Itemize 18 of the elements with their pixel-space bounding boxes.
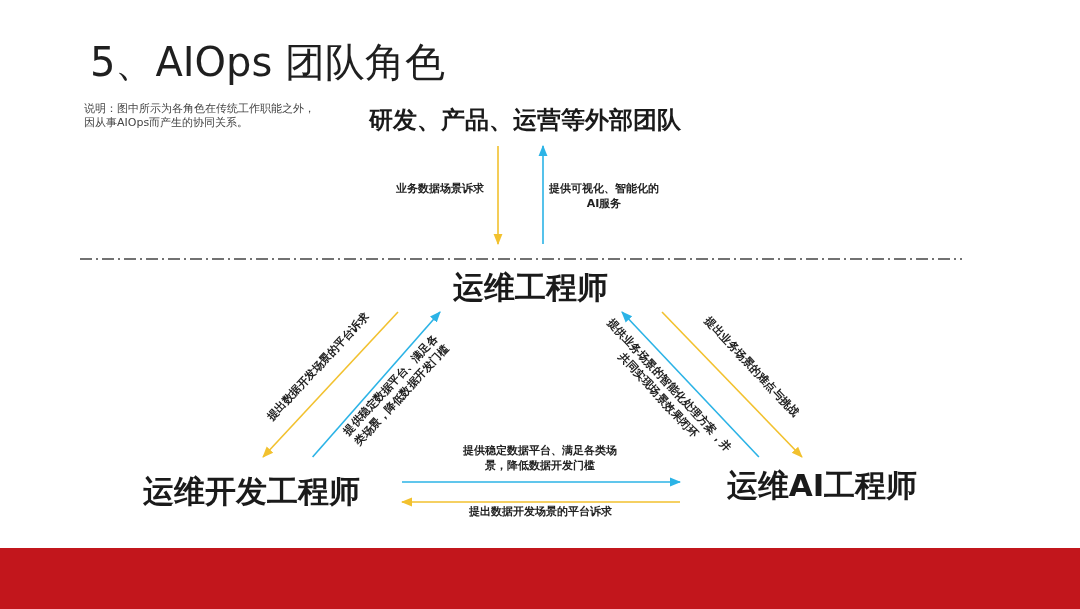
role-label: 运维工程师 bbox=[395, 244, 665, 312]
arrow bbox=[538, 144, 548, 245]
role-label: 研发、产品、运营等外部团队 bbox=[355, 102, 695, 146]
arrow bbox=[661, 311, 803, 458]
edge-label: 业务数据场景诉求 bbox=[395, 181, 485, 196]
arrow bbox=[400, 497, 681, 507]
edge-label: 提出数据开发场景的平台诉求 bbox=[467, 504, 613, 519]
role-label: 运维AI工程师 bbox=[680, 457, 964, 513]
edge-label: 提供可视化、智能化的AI服务 bbox=[549, 181, 659, 211]
arrow bbox=[621, 311, 760, 458]
arrow bbox=[493, 145, 503, 246]
slide-title: 5、AIOps 团队角色 bbox=[90, 38, 446, 87]
role-label: 运维开发工程师 bbox=[100, 457, 402, 525]
note-text: 说明：图中所示为各角色在传统工作职能之外，因从事AIOps而产生的协同关系。 bbox=[84, 102, 316, 130]
arrow bbox=[311, 311, 441, 458]
arrow bbox=[401, 477, 682, 487]
edge-label: 提供稳定数据平台、满足各类场景，降低数据开发门槛 bbox=[462, 443, 618, 473]
arrow bbox=[262, 311, 399, 458]
